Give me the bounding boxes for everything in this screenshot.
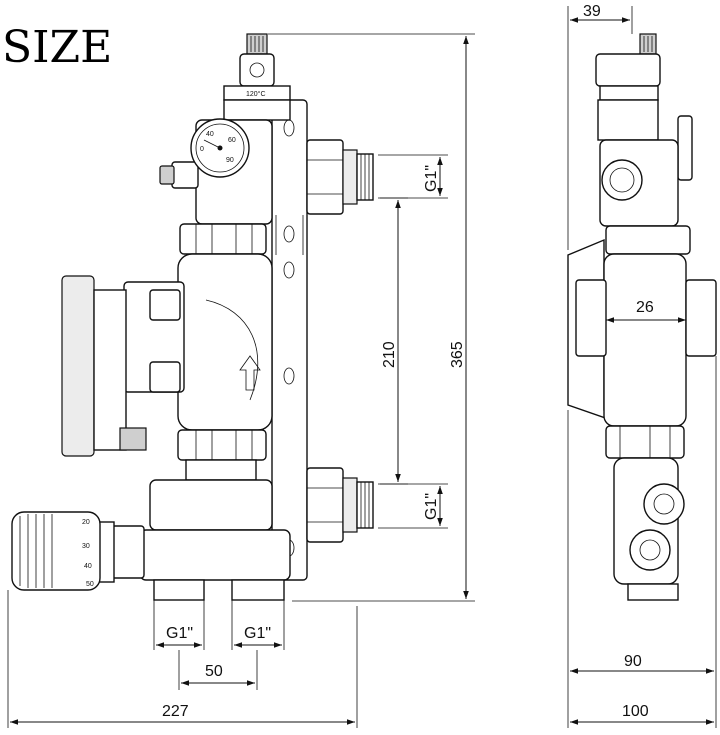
gauge-tick-0: 0 [200, 146, 204, 153]
valve-scale-50: 50 [86, 581, 94, 588]
dimension-50-label: 50 [205, 663, 223, 680]
front-view: 120°C 0 40 60 90 [7, 33, 475, 728]
thermostatic-head: 20 30 40 50 [11, 511, 145, 591]
thermometer-gauge: 0 40 60 90 [190, 118, 250, 178]
dimension-90: 90 [567, 356, 717, 728]
right-connection-top [306, 139, 374, 215]
thread-label-bottom-left: G1" [166, 625, 193, 642]
air-vent-cap: 120°C [223, 33, 291, 121]
dimension-39-label: 39 [583, 3, 601, 20]
lower-union-nut [177, 429, 267, 481]
gauge-tick-60: 60 [228, 137, 236, 144]
dimension-227: 227 [7, 590, 358, 728]
dimension-100-label: 100 [622, 703, 649, 720]
dimension-227-label: 227 [162, 703, 189, 720]
dimension-210-label: 210 [381, 341, 398, 368]
dimension-365-label: 365 [449, 341, 466, 368]
gauge-tick-90: 90 [226, 157, 234, 164]
thread-dim-bottom: G1" G1" [153, 600, 285, 650]
dimension-26-label: 26 [636, 299, 654, 316]
thread-dim-right-bottom: G1" [378, 483, 448, 529]
thread-dim-right-top: G1" [378, 154, 448, 199]
dimension-365: 365 [268, 33, 475, 602]
dimension-50: 50 [178, 650, 258, 690]
circulation-pump [61, 253, 273, 457]
valve-scale-20: 20 [82, 519, 90, 526]
dimension-90-label: 90 [624, 653, 642, 670]
mixing-valve-body [139, 479, 291, 601]
dimension-100: 100 [570, 703, 714, 725]
gauge-tick-40: 40 [206, 131, 214, 138]
mounting-bracket [271, 99, 308, 581]
side-view: 39 26 90 100 [567, 3, 717, 728]
dimension-26: 26 [606, 299, 686, 323]
temp-limit-label: 120°C [246, 90, 266, 98]
thread-label-right-bottom: G1" [423, 493, 440, 520]
thread-label-bottom-right: G1" [244, 625, 271, 642]
valve-scale-40: 40 [84, 563, 92, 570]
dimension-210: 210 [380, 197, 408, 485]
valve-scale-30: 30 [82, 543, 90, 550]
thread-label-right-top: G1" [423, 165, 440, 192]
dimension-39: 39 [567, 3, 633, 250]
page-title: SIZE [2, 22, 112, 73]
right-connection-bottom [306, 467, 374, 543]
